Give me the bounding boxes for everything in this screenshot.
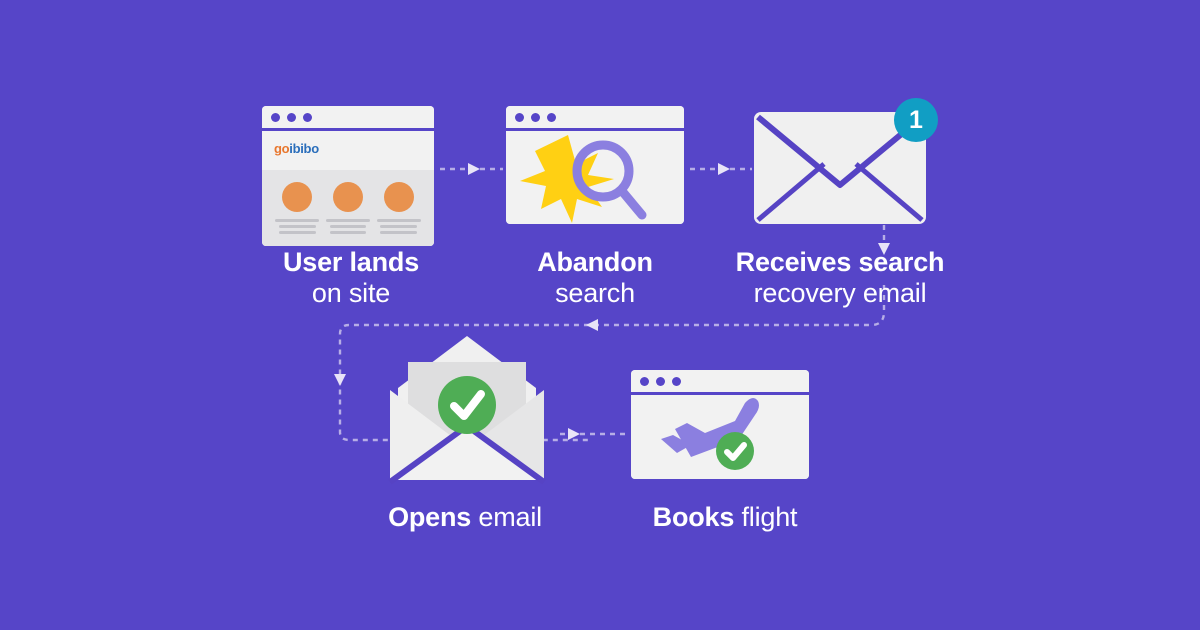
label-regular: recovery email <box>753 278 927 309</box>
unread-count-badge: 1 <box>894 98 938 142</box>
card-line <box>380 225 418 228</box>
starburst-magnifier-graphic <box>520 135 647 223</box>
label-regular: search <box>555 278 635 309</box>
browser-titlebar <box>506 106 684 128</box>
open-envelope-check-icon <box>388 336 546 485</box>
flight-booked-icon <box>631 370 809 479</box>
airplane-graphic <box>661 397 759 470</box>
card-line <box>329 231 367 234</box>
label-regular: flight <box>741 502 798 532</box>
window-dot-icon <box>515 112 524 122</box>
browser-titlebar <box>631 370 809 392</box>
check-circle <box>438 376 496 434</box>
envelope-right-flap <box>467 390 544 480</box>
card-line <box>278 225 316 228</box>
browser-page: goibibo <box>262 131 434 246</box>
node-user-lands-on-site[interactable]: goibibo <box>262 106 434 246</box>
card-text-lines <box>376 219 421 234</box>
node-label-abandon-search: Abandon search <box>475 247 715 310</box>
node-label-opens-email: Opens email <box>345 502 585 533</box>
arrowhead-right-1 <box>468 163 480 175</box>
label-bold: Receives search <box>735 247 945 277</box>
browser-window-icon: goibibo <box>262 106 434 246</box>
node-abandon-search[interactable] <box>506 106 684 224</box>
envelope-front <box>390 426 544 480</box>
result-card-list <box>262 170 434 246</box>
card-thumbnail-icon <box>282 182 313 212</box>
node-books-flight[interactable] <box>631 370 809 479</box>
result-card <box>376 182 421 234</box>
window-dot-icon <box>672 376 681 386</box>
card-thumbnail-icon <box>332 182 363 212</box>
label-regular: email <box>478 502 542 532</box>
browser-titlebar <box>262 106 434 128</box>
goibibo-logo: goibibo <box>262 131 434 156</box>
badge-count: 1 <box>909 105 923 134</box>
magnifier-icon <box>572 140 647 220</box>
node-label-user-lands-on-site: User lands on site <box>231 247 471 310</box>
browser-divider <box>262 128 434 131</box>
card-line <box>325 219 370 222</box>
logo-part-go: go <box>274 141 290 156</box>
logo-part-ibibo: ibibo <box>289 141 319 156</box>
arrowhead-left-loop <box>586 319 598 331</box>
window-dot-icon <box>287 112 296 122</box>
card-line <box>376 219 421 222</box>
window-dot-icon <box>656 376 665 386</box>
card-thumbnail-icon <box>383 182 414 212</box>
envelope-left-flap <box>390 390 467 480</box>
label-regular: on site <box>311 278 391 309</box>
card-line <box>380 231 418 234</box>
check-mark-icon <box>724 442 747 461</box>
check-mark-icon <box>450 390 485 420</box>
browser-divider <box>631 392 809 395</box>
arrowhead-right-3 <box>568 428 580 440</box>
card-line <box>278 231 316 234</box>
browser-page <box>631 395 809 479</box>
node-label-receives-search-recovery-email: Receives search recovery email <box>714 247 966 310</box>
node-label-books-flight: Books flight <box>605 502 845 533</box>
window-dot-icon <box>531 112 540 122</box>
window-dot-icon <box>303 112 312 122</box>
arrowhead-right-2 <box>718 163 730 175</box>
node-opens-email[interactable] <box>386 330 548 490</box>
closed-envelope-icon <box>754 112 926 224</box>
result-card <box>275 182 320 234</box>
window-dot-icon <box>640 376 649 386</box>
card-line <box>329 225 367 228</box>
card-line <box>275 219 320 222</box>
label-bold: Abandon <box>537 247 653 277</box>
browser-divider <box>506 128 684 131</box>
window-dot-icon <box>271 112 280 122</box>
arrowhead-down-loop <box>334 374 346 386</box>
starburst-icon <box>520 135 614 223</box>
browser-page <box>506 131 684 224</box>
label-bold: Opens <box>388 502 472 532</box>
card-text-lines <box>275 219 320 234</box>
node-receives-search-recovery-email[interactable]: 1 <box>752 98 938 231</box>
label-bold: User lands <box>282 247 420 277</box>
airplane-icon <box>661 397 759 457</box>
search-abandon-icon <box>506 106 684 224</box>
card-text-lines <box>325 219 370 234</box>
result-card <box>325 182 370 234</box>
window-dot-icon <box>547 112 556 122</box>
label-bold: Books <box>652 502 735 532</box>
